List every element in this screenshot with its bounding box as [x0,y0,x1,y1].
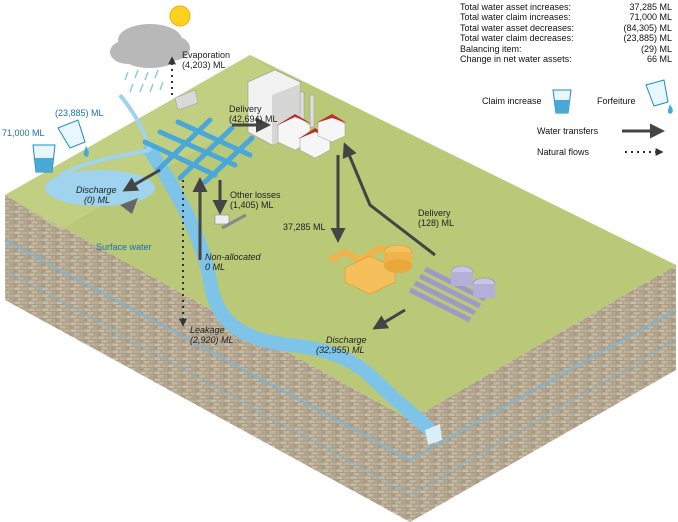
water-summary-table: Total water asset increases: 37,285 ML To… [460,2,672,64]
summary-row: Change in net water assets: 66 ML [460,54,672,64]
claim-increase-glass-icon [32,144,56,173]
summary-row: Total water asset decreases: (84,305) ML [460,23,672,33]
evaporation-label: Evaporation [182,50,231,60]
legend-forfeiture-label: Forfeiture [597,96,636,106]
cloud-icon [110,24,190,68]
other-losses-value: (1,405) ML [230,200,274,210]
non-allocated-value: 0 ML [205,262,226,272]
summary-value: (29) ML [640,43,672,54]
legend-claim-label: Claim increase [482,96,542,106]
ground-right-face [410,265,676,522]
rain-icon [124,69,164,93]
forfeiture-value: (23,885) ML [55,108,104,118]
surface-water-label: Surface water [96,242,152,252]
summary-row: Total water claim increases: 71,000 ML [460,12,672,22]
summary-value: 37,285 ML [629,2,672,12]
discharge-right-label: Discharge [326,335,367,345]
river [143,143,439,439]
discharge-left-value: (0) ML [84,195,111,205]
asset-increase-value: 37,285 ML [283,222,326,232]
summary-row: Balancing item: (29) ML [460,44,672,54]
summary-value: 66 ML [646,54,672,65]
treatment-plant-purple [408,265,496,323]
summary-label: Total water asset increases: [460,2,572,12]
discharge-right-value: (32,955) ML [316,345,365,355]
pipe-leak-icon [214,213,247,230]
delivery-right-label: Delivery [418,208,451,218]
legend-natural-label: Natural flows [537,147,590,157]
summary-value: (23,885) ML [623,33,672,44]
delivery-top-label: Delivery [229,104,262,114]
delivery-right-value: (128) ML [418,218,455,228]
discharge-left-label: Discharge [76,185,117,195]
pipe-network [142,117,255,185]
summary-row: Total water claim decreases: (23,885) ML [460,33,672,43]
forfeiture-glass-icon [57,119,89,157]
claim-value: 71,000 ML [2,128,45,138]
legend-forfeiture-glass-icon [645,79,673,114]
summary-row: Total water asset increases: 37,285 ML [460,2,672,12]
leakage-label: Leakage [190,325,225,335]
treatment-plant-orange [328,244,413,295]
other-losses-label: Other losses [230,190,281,200]
arrow-delivery-right [342,142,436,257]
summary-label: Total water claim increases: [460,12,571,23]
summary-label: Change in net water assets: [460,54,572,65]
delivery-top-value: (42,694) ML [229,114,278,124]
legend-claim-glass-icon [552,89,572,114]
summary-label: Total water claim decreases: [460,33,574,44]
summary-label: Balancing item: [460,43,522,54]
non-allocated-label: Non-allocated [205,252,261,262]
arrow-plant-discharge [372,308,406,330]
legend-transfers-label: Water transfers [537,126,599,136]
summary-value: 71,000 ML [629,12,672,23]
leakage-value: (2,920) ML [190,335,234,345]
arrow-grid-to-lake [122,168,161,192]
evaporation-value: (4,203) ML [182,60,226,70]
ground-left-face [5,195,410,522]
sun-icon [169,5,191,27]
summary-label: Total water asset decreases: [460,22,575,33]
summary-value: (84,305) ML [623,22,672,33]
